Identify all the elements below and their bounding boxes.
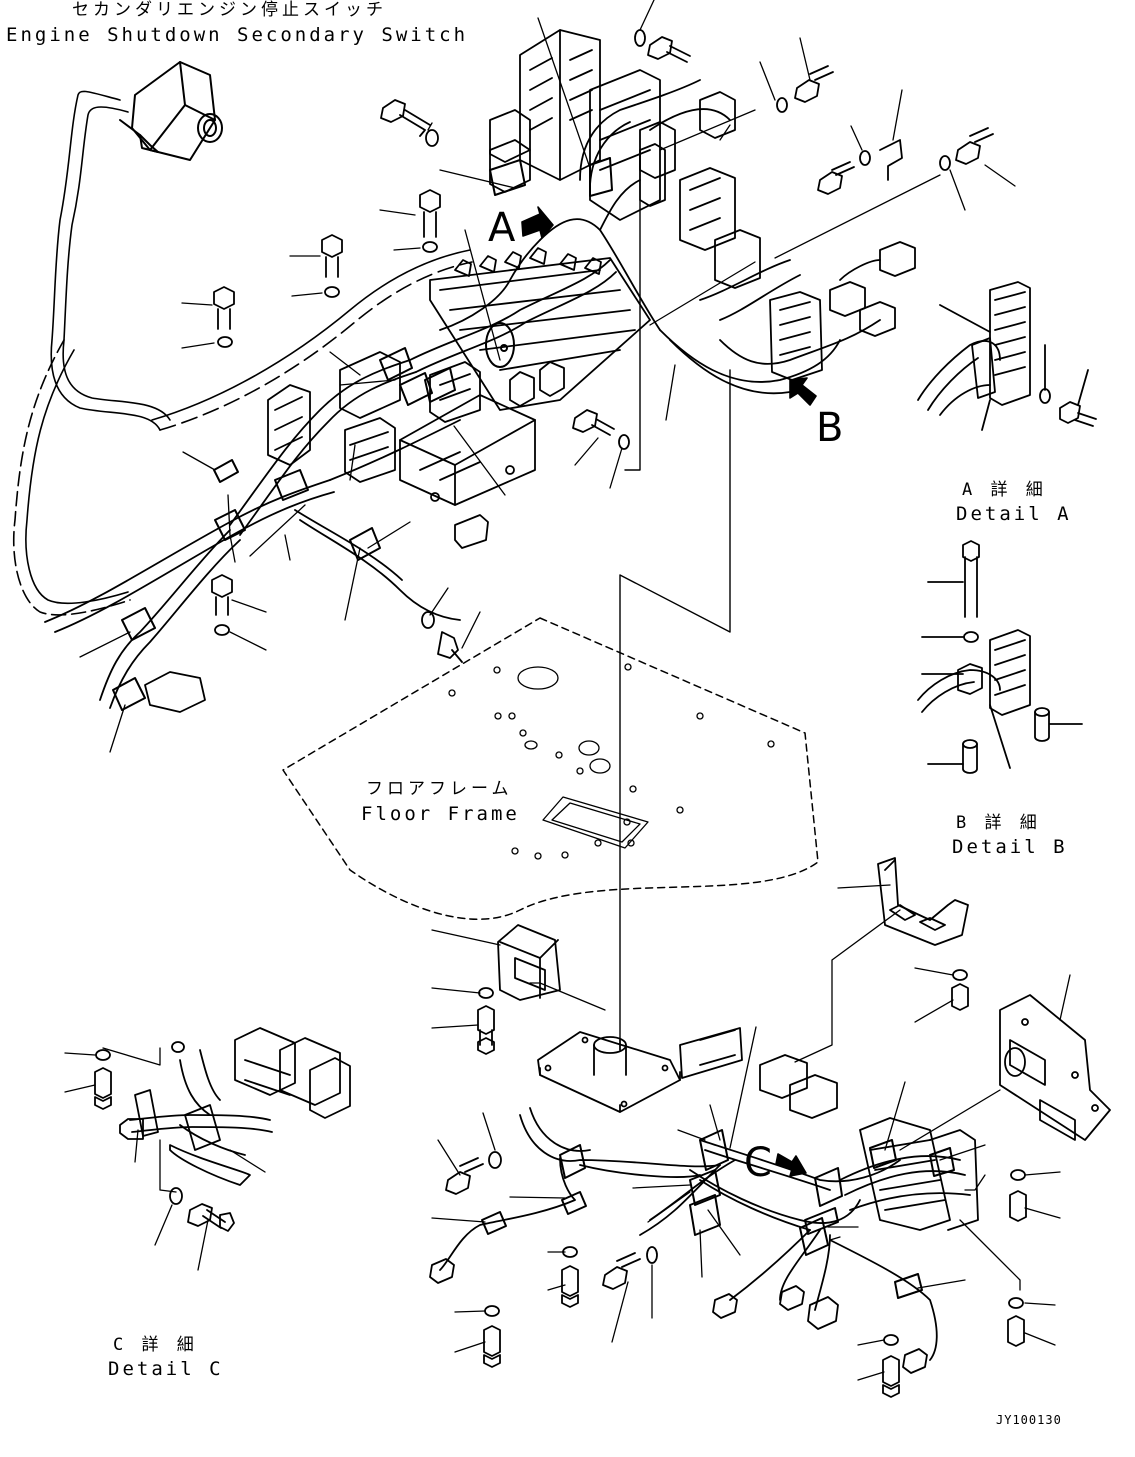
fuse-block: [429, 247, 651, 411]
view-c-arrow: [775, 1153, 807, 1177]
detail-c-drawing: [94, 1027, 351, 1232]
title-jp-label: セカンダリエンジン停止スイッチ: [72, 0, 387, 20]
bolts-top: [211, 29, 994, 663]
detail-b-jp-label: B 詳 細: [956, 813, 1041, 833]
floor-frame-holes: [448, 663, 775, 860]
floor-frame-jp-label: フロアフレーム: [366, 779, 513, 799]
title-en-label: Engine Shutdown Secondary Switch: [6, 24, 469, 46]
drawing-number: JY100130: [996, 1413, 1062, 1427]
secondary-switch: [119, 61, 223, 161]
bottom-harness: [429, 1027, 979, 1374]
bracket-top-right: [877, 857, 969, 946]
main-harness: [44, 79, 881, 709]
leader-lines-top: [79, 0, 1016, 753]
view-arrows: [521, 206, 817, 1177]
detail-b-en-label: Detail B: [952, 836, 1068, 858]
clamps-left: [112, 157, 613, 711]
detail-c-en-label: Detail C: [108, 1358, 224, 1380]
reference-lines: [619, 199, 731, 1051]
bracket-plate-left: [497, 924, 561, 1001]
clamps-bottom: [481, 1129, 955, 1299]
view-a-label: A: [488, 205, 516, 251]
view-a-arrow: [521, 206, 554, 239]
connector-cluster-top: [489, 29, 761, 289]
left-connectors: [144, 351, 489, 713]
detail-a-drawing: [917, 281, 1097, 431]
floor-frame-outline: [282, 617, 819, 920]
detail-b-drawing: [917, 540, 1083, 774]
cover-plate-right: [999, 994, 1111, 1141]
detail-a-jp-label: A 詳 細: [962, 480, 1047, 500]
connector-plate-b: [769, 241, 916, 381]
switch-harness-cable: [12, 90, 473, 616]
leader-lines-bottom: [431, 884, 1071, 1381]
bolts-bottom: [445, 969, 1027, 1398]
detail-c-jp-label: C 詳 細: [113, 1335, 198, 1355]
detail-a-en-label: Detail A: [956, 503, 1072, 525]
controller-box: [399, 394, 536, 506]
view-b-label: B: [816, 405, 844, 451]
view-c-label: C: [744, 1140, 772, 1186]
detail-c-leaders: [64, 1047, 266, 1271]
floor-frame-en-label: Floor Frame: [361, 803, 520, 825]
view-b-arrow: [789, 377, 817, 406]
